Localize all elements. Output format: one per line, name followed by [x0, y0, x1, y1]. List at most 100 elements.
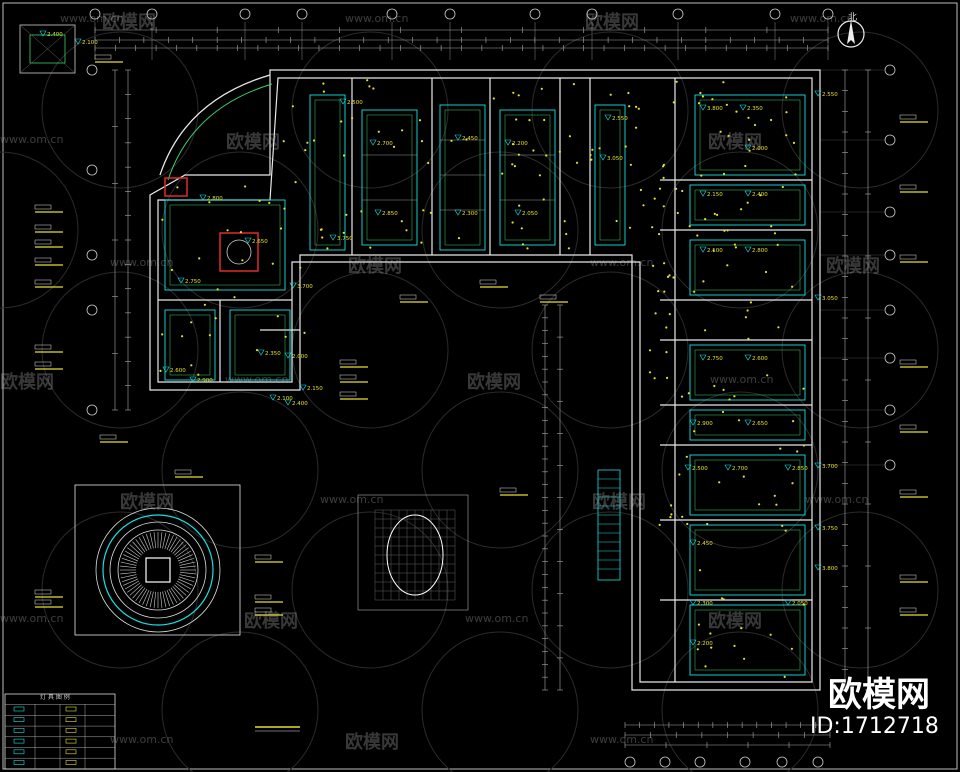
rotunda-rib: [132, 586, 144, 599]
light-fixture: [589, 153, 592, 157]
light-fixture: [216, 288, 219, 291]
light-fixture: [392, 145, 396, 148]
watermark-brand: 欧模网: [708, 611, 762, 632]
light-fixture: [420, 140, 424, 143]
level-marker: [199, 194, 207, 201]
watermark-brand: 欧模网: [467, 372, 521, 393]
level-marker: [329, 234, 337, 241]
rotunda-rib: [120, 574, 137, 579]
level-label: 2.650: [752, 421, 768, 427]
light-fixture: [401, 129, 404, 132]
rotunda-rib: [120, 572, 137, 575]
light-fixture: [372, 87, 375, 90]
level-label: 2.800: [752, 248, 768, 254]
axis-bubble: [86, 64, 98, 76]
light-fixture: [241, 259, 244, 262]
annotation-tag: [34, 224, 52, 230]
light-fixture: [170, 268, 173, 272]
level-marker: [454, 134, 462, 141]
level-label: 2.750: [707, 356, 723, 362]
light-fixture: [360, 210, 363, 213]
rotunda-rib: [178, 557, 195, 564]
room-ceiling-inner: [169, 204, 281, 286]
light-fixture: [271, 262, 274, 265]
room-ceiling-inner: [694, 414, 801, 436]
level-label: 3.800: [707, 106, 723, 112]
room-ceiling: [361, 109, 418, 246]
light-fixture: [342, 154, 346, 157]
light-fixture: [642, 204, 645, 207]
annotation-tag: [899, 607, 917, 613]
light-fixture: [377, 130, 380, 133]
light-fixture: [542, 198, 545, 201]
watermark-arc: [291, 511, 449, 669]
light-fixture: [697, 102, 701, 105]
rotunda-rib: [174, 584, 187, 596]
level-marker: [744, 354, 752, 361]
watermark-brand: 欧模网: [585, 12, 639, 33]
rotunda-rib: [160, 532, 163, 549]
light-fixture: [651, 226, 654, 229]
watermark-url: www.om.cn: [590, 733, 654, 746]
light-fixture: [639, 188, 643, 192]
watermark-brand: 欧模网: [592, 492, 646, 513]
axis-bubble: [586, 8, 598, 20]
light-fixture: [722, 172, 726, 175]
room-ceiling-inner: [444, 109, 481, 246]
level-marker: [74, 38, 82, 45]
light-fixture: [291, 105, 294, 108]
light-fixture: [748, 138, 751, 141]
rotunda-rib: [149, 591, 154, 608]
light-fixture: [345, 213, 348, 216]
light-fixture: [304, 149, 307, 152]
light-fixture: [521, 243, 525, 246]
light-fixture: [567, 247, 571, 250]
light-fixture: [783, 675, 786, 679]
watermark-arc: [0, 151, 79, 309]
light-fixture: [779, 447, 782, 450]
axis-bubble: [146, 8, 158, 20]
axis-bubble: [672, 8, 684, 20]
axis-bubble: [86, 164, 98, 176]
rotunda-rib: [177, 578, 193, 586]
level-marker: [689, 599, 697, 606]
light-fixture: [740, 208, 743, 211]
rotunda-rib: [149, 532, 154, 549]
rotunda-rib: [164, 533, 171, 550]
level-label: 2.400: [752, 192, 768, 198]
room-ceiling-inner: [694, 349, 801, 396]
rotunda-rib: [170, 539, 181, 553]
light-fixture: [747, 116, 750, 119]
annotation-tag: [254, 554, 272, 560]
watermark-url: www.om.cn: [710, 373, 774, 386]
grid-panel-ellipse: [386, 514, 444, 596]
level-label: 2.450: [462, 136, 478, 142]
level-marker: [604, 114, 612, 121]
level-marker: [744, 144, 752, 151]
light-fixture: [680, 395, 684, 398]
level-marker: [739, 104, 747, 111]
room-ceiling: [229, 309, 291, 381]
axis-bubble: [659, 756, 671, 768]
light-fixture: [545, 154, 548, 157]
watermark-arc: [41, 271, 199, 429]
rotunda-ring: [95, 507, 221, 633]
rotunda-rib: [129, 544, 142, 556]
light-fixture: [725, 103, 729, 106]
light-fixture: [558, 150, 562, 153]
legend-symbol: [65, 749, 77, 755]
annotation-tag: [34, 589, 52, 595]
annotation-tag: [899, 184, 917, 190]
light-fixture: [770, 225, 773, 228]
light-fixture: [696, 648, 699, 651]
light-fixture: [208, 201, 211, 204]
level-marker: [257, 349, 265, 356]
level-marker: [699, 246, 707, 253]
watermark-brand: 欧模网: [708, 132, 762, 153]
light-fixture: [282, 140, 285, 143]
light-fixture: [627, 91, 630, 95]
annotation-tag: [94, 54, 112, 60]
light-fixture: [322, 90, 325, 93]
watermark-url: www.om.cn: [345, 12, 409, 25]
light-fixture: [747, 337, 750, 340]
